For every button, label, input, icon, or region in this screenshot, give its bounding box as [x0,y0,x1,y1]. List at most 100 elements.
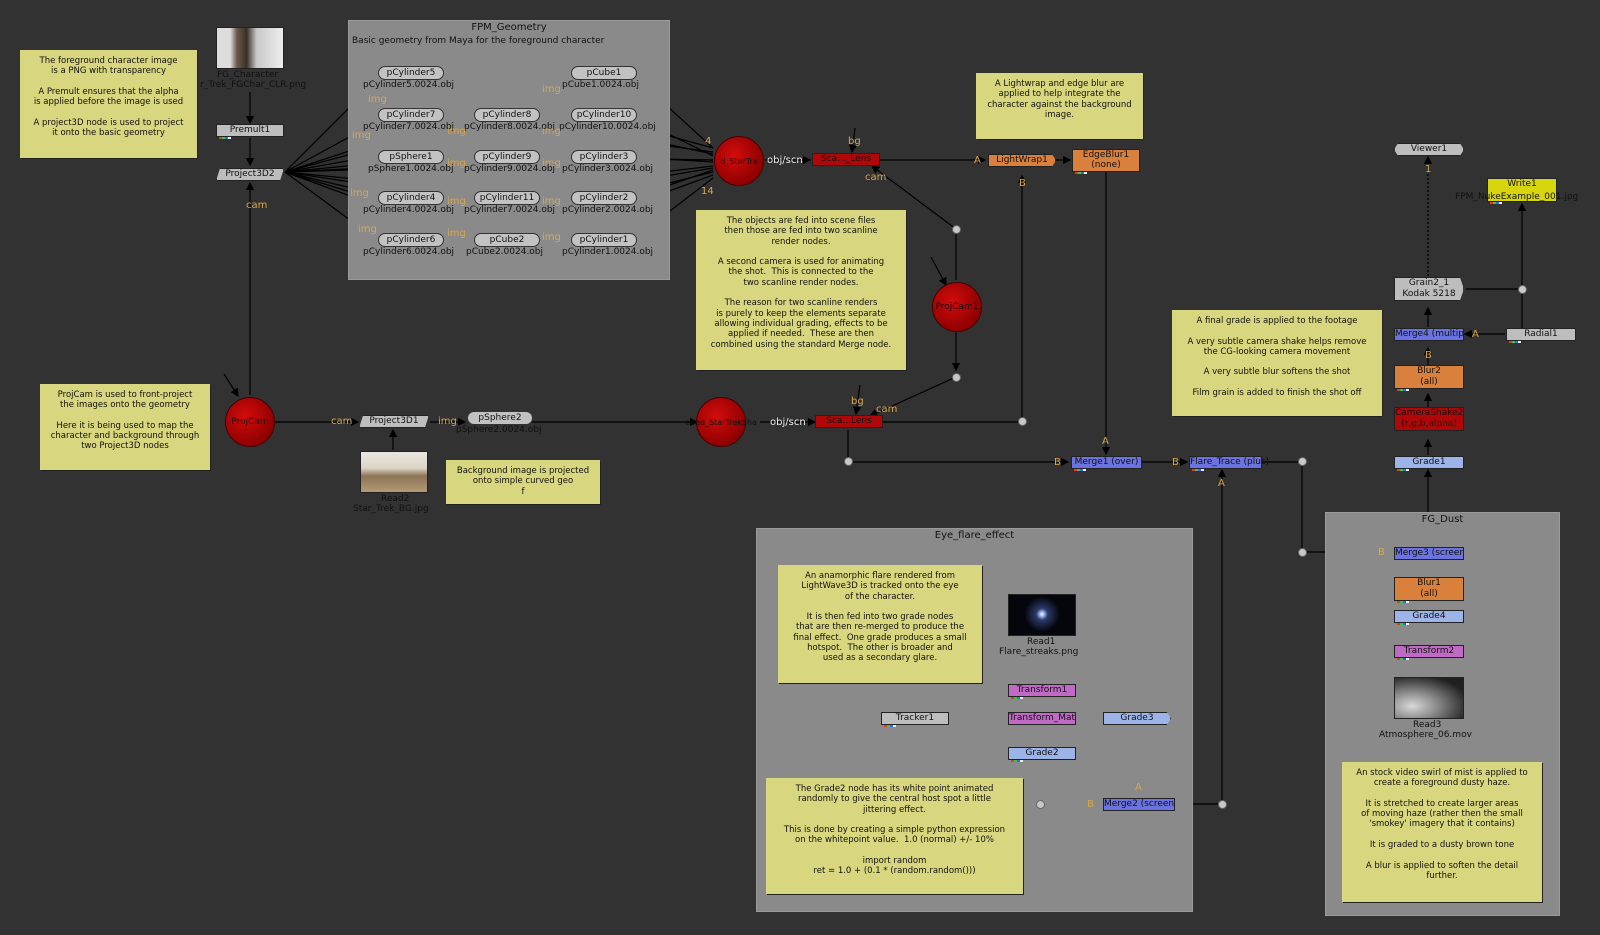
node-label: pCylinder8 [482,110,532,120]
geo-pcylinder4[interactable]: pCylinder4 [378,191,444,205]
node-grade2[interactable]: Grade2 [1008,747,1076,762]
geo-pcylinder8[interactable]: pCylinder8 [474,108,540,122]
wire-label-img: img [447,228,466,239]
geo-pcube2[interactable]: pCube2 [474,233,540,247]
wire-label-cam: cam [246,200,268,211]
geo-file-label: pCylinder8.0024.obj [464,122,556,132]
node-flare-trace[interactable]: Flare_Trace (plus) [1189,456,1269,471]
wire-label-img: img [368,94,387,105]
node-camerashake2-1[interactable]: CameraShake2_1(r,g,b,alpha) [1394,407,1464,431]
node-scanline-top[interactable]: Sca..._Lens [812,153,880,166]
wire-label-fourteen: 14 [701,186,714,197]
geo-pcylinder10[interactable]: pCylinder10 [571,108,637,122]
node-scene-bottom[interactable]: ened_StarTrekSha [685,397,757,447]
node-file-label: FPM_NukeExample_001.jpg [1455,192,1579,202]
node-label: Grade1 [1412,457,1446,467]
wire-label-img: img [438,416,457,427]
geo-file-label: pSphere2.0024.obj [456,425,542,435]
node-grade1[interactable]: Grade1 [1394,456,1464,471]
note-fg-character[interactable]: The foreground character image is a PNG … [20,50,197,158]
node-merge2[interactable]: Merge2 (screen [1103,798,1175,811]
dot-node[interactable] [1518,285,1527,294]
note-fg-dust[interactable]: An stock video swirl of mist is applied … [1342,762,1542,902]
node-lightwrap1[interactable]: LightWrap1 [988,154,1056,167]
geo-pcube1[interactable]: pCube1 [571,66,637,80]
wire-label-img: img [542,232,561,243]
dot-node[interactable] [1036,800,1045,809]
node-transform1[interactable]: Transform1 [1008,684,1076,699]
read3-thumbnail[interactable] [1394,677,1464,719]
backdrop-title: Eye_flare_effect [934,530,1015,541]
node-label: Tracker1 [895,713,935,723]
wire-label-four: 4 [705,136,712,147]
geo-pcylinder3[interactable]: pCylinder3 [571,150,637,164]
fg-character-thumbnail[interactable] [216,27,284,69]
node-transform2[interactable]: Transform2 [1394,645,1464,660]
node-merge1[interactable]: Merge1 (over) [1071,456,1142,471]
node-merge4[interactable]: Merge4 (multipl [1394,328,1464,341]
note-anamorphic-flare[interactable]: An anamorphic flare rendered from LightW… [778,565,982,683]
note-grade2[interactable]: The Grade2 node has its white point anim… [766,778,1023,894]
dot-node[interactable] [844,457,853,466]
note-projcam[interactable]: ProjCam is used to front-project the ima… [40,384,210,470]
geo-pcylinder5[interactable]: pCylinder5 [378,66,444,80]
geo-pcylinder7[interactable]: pCylinder7 [378,108,444,122]
geo-file-label: pCylinder1.0024.obj [562,247,654,257]
node-label: Transform1 [1016,685,1068,695]
geo-pcylinder11[interactable]: pCylinder11 [474,191,540,205]
wire-label-cam: cam [865,172,887,183]
dot-node[interactable] [1218,800,1227,809]
geo-file-label: pCylinder3.0024.obj [562,164,654,174]
node-label: Merge4 (multipl [1395,329,1464,339]
node-transform-matchmove[interactable]: Transform_MatchMove [1008,712,1076,725]
node-viewer1[interactable]: Viewer1 [1394,143,1464,156]
node-scanline-bottom[interactable]: Sca...Lens [815,415,883,428]
node-blur2[interactable]: Blur2(all) [1394,365,1464,391]
dot-node[interactable] [1298,548,1307,557]
geo-pcylinder1[interactable]: pCylinder1 [571,233,637,247]
node-scene-top[interactable]: d_StarTre [714,136,764,186]
read1-thumbnail[interactable] [1008,594,1076,636]
dot-node[interactable] [952,373,961,382]
node-radial1[interactable]: Radial1 [1506,328,1576,343]
node-projcam1[interactable]: ProjCam1 [932,282,982,332]
wire-label-a: A [1472,329,1479,340]
node-label: CameraShake2_1 [1395,408,1464,418]
node-label: pCylinder3 [579,152,629,162]
note-background[interactable]: Background image is projected onto simpl… [446,460,600,504]
geo-pcylinder6[interactable]: pCylinder6 [378,233,444,247]
node-merge3[interactable]: Merge3 (screen [1394,547,1464,560]
note-final-grade[interactable]: A final grade is applied to the footage … [1172,310,1382,416]
node-write1[interactable]: Write1 [1487,178,1557,204]
dot-node[interactable] [1018,417,1027,426]
node-grade3[interactable]: Grade3 [1103,712,1171,725]
node-tracker1[interactable]: Tracker1 [881,712,949,727]
node-project3d2[interactable]: Project3D2 [216,168,284,181]
read2-thumbnail[interactable] [360,451,428,493]
node-label: Write1 [1507,179,1537,189]
geo-psphere1[interactable]: pSphere1 [378,150,444,164]
node-premult1[interactable]: Premult1 [216,124,284,139]
node-edgeblur1[interactable]: EdgeBlur1(none) [1072,149,1140,174]
note-lightwrap[interactable]: A Lightwrap and edge blur are applied to… [976,73,1143,139]
dot-node[interactable] [952,225,961,234]
node-grade4[interactable]: Grade4 [1394,610,1464,625]
note-scene-files[interactable]: The objects are fed into scene files the… [696,210,906,370]
node-blur1[interactable]: Blur1(all) [1394,577,1464,603]
node-label: Viewer1 [1410,144,1448,154]
node-label: Grain2_1 [1408,278,1450,288]
wire-label-cam: cam [876,404,898,415]
node-project3d1[interactable]: Project3D1 [359,415,429,428]
geo-psphere2[interactable]: pSphere2 [467,411,533,425]
geo-pcylinder9[interactable]: pCylinder9 [474,150,540,164]
geo-pcylinder2[interactable]: pCylinder2 [571,191,637,205]
node-projcam[interactable]: ProjCam [225,397,275,447]
wire-label-bg: bg [848,136,861,147]
wire-label-cam: cam [331,416,353,427]
wire-label-img: img [352,130,371,141]
geo-file-label: pCylinder9.0024.obj [464,164,556,174]
dot-node[interactable] [1298,457,1307,466]
node-label: pSphere1 [389,152,433,162]
